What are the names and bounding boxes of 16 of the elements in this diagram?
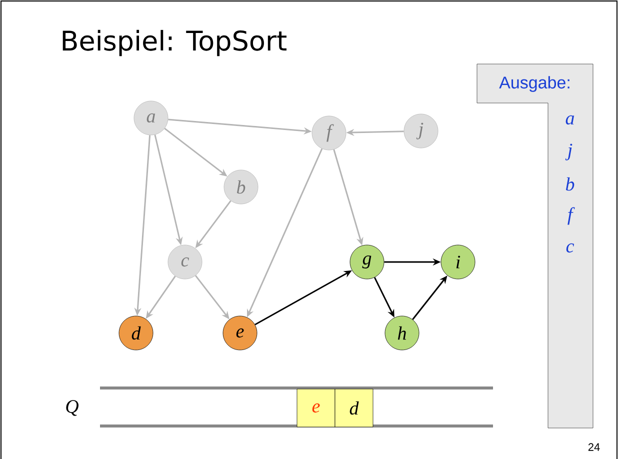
- graph-node: f: [312, 116, 346, 150]
- output-panel: Ausgabe: a j b f c: [476, 64, 594, 428]
- graph-node: d: [118, 316, 154, 350]
- queue-cell: e: [296, 388, 336, 428]
- graph-node: c: [168, 244, 202, 280]
- graph-node: g: [350, 244, 384, 280]
- graph-node: a: [134, 100, 168, 136]
- graph-node: i: [440, 244, 476, 280]
- graph-node: h: [384, 316, 420, 350]
- queue-label: Q: [66, 400, 78, 416]
- graph-node: j: [404, 114, 438, 148]
- title: Beispiel: TopSort: [62, 30, 286, 56]
- page-number: 24: [588, 443, 600, 451]
- graph-node: b: [224, 170, 258, 204]
- queue-cell: d: [334, 388, 374, 428]
- graph-node: e: [222, 316, 258, 350]
